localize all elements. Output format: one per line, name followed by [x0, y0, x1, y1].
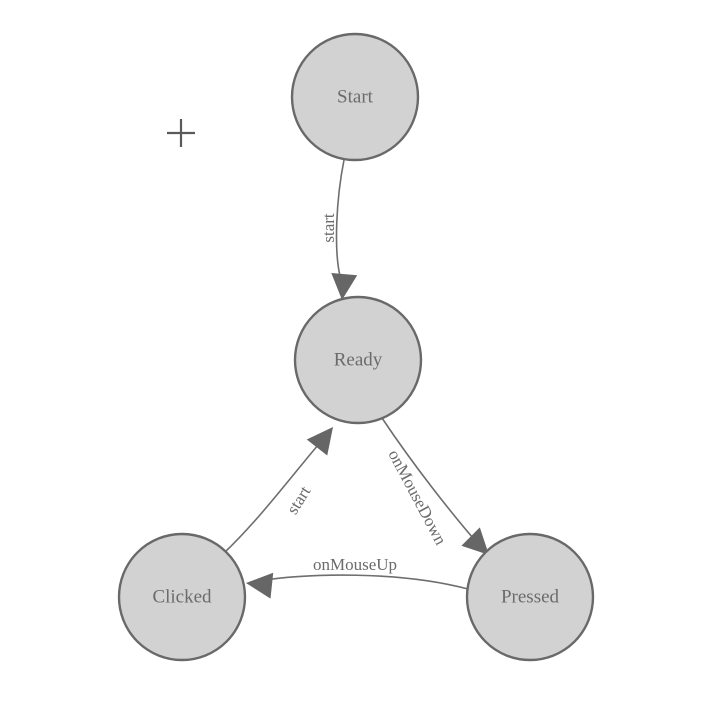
state-node-clicked[interactable]: Clicked [117, 532, 247, 662]
state-node-shape [465, 532, 595, 662]
state-node-shape [293, 295, 423, 425]
edge-path [223, 436, 326, 554]
state-node-shape [117, 532, 247, 662]
state-node-start[interactable]: Start [290, 32, 420, 162]
state-node-label: Pressed [501, 586, 560, 607]
edge-clicked-to-ready[interactable]: start [223, 419, 343, 554]
arrowhead-icon [246, 572, 274, 599]
edge-pressed-to-clicked[interactable]: onMouseUp [245, 555, 469, 599]
state-node-label: Clicked [152, 586, 212, 607]
arrowhead-icon [331, 272, 358, 300]
state-node-ready[interactable]: Ready [293, 295, 423, 425]
edge-path [381, 417, 480, 546]
edge-path [257, 574, 469, 590]
edge-ready-to-pressed[interactable]: onMouseDown [381, 417, 498, 564]
crosshair-cursor-icon [167, 119, 195, 147]
state-node-label: Start [337, 86, 374, 107]
state-node-label: Ready [334, 349, 383, 370]
edge-label-start: start [319, 213, 338, 243]
edge-label-onmouseup: onMouseUp [313, 555, 397, 574]
edge-path [335, 159, 345, 277]
edge-label-onmousedown: onMouseDown [384, 447, 450, 549]
arrowhead-icon [306, 427, 333, 456]
edge-start-to-ready[interactable]: start [319, 159, 358, 301]
arrowhead-icon [461, 527, 489, 555]
edge-label-start-restart: start [283, 482, 315, 517]
state-node-shape [290, 32, 420, 162]
state-node-pressed[interactable]: Pressed [465, 532, 595, 662]
